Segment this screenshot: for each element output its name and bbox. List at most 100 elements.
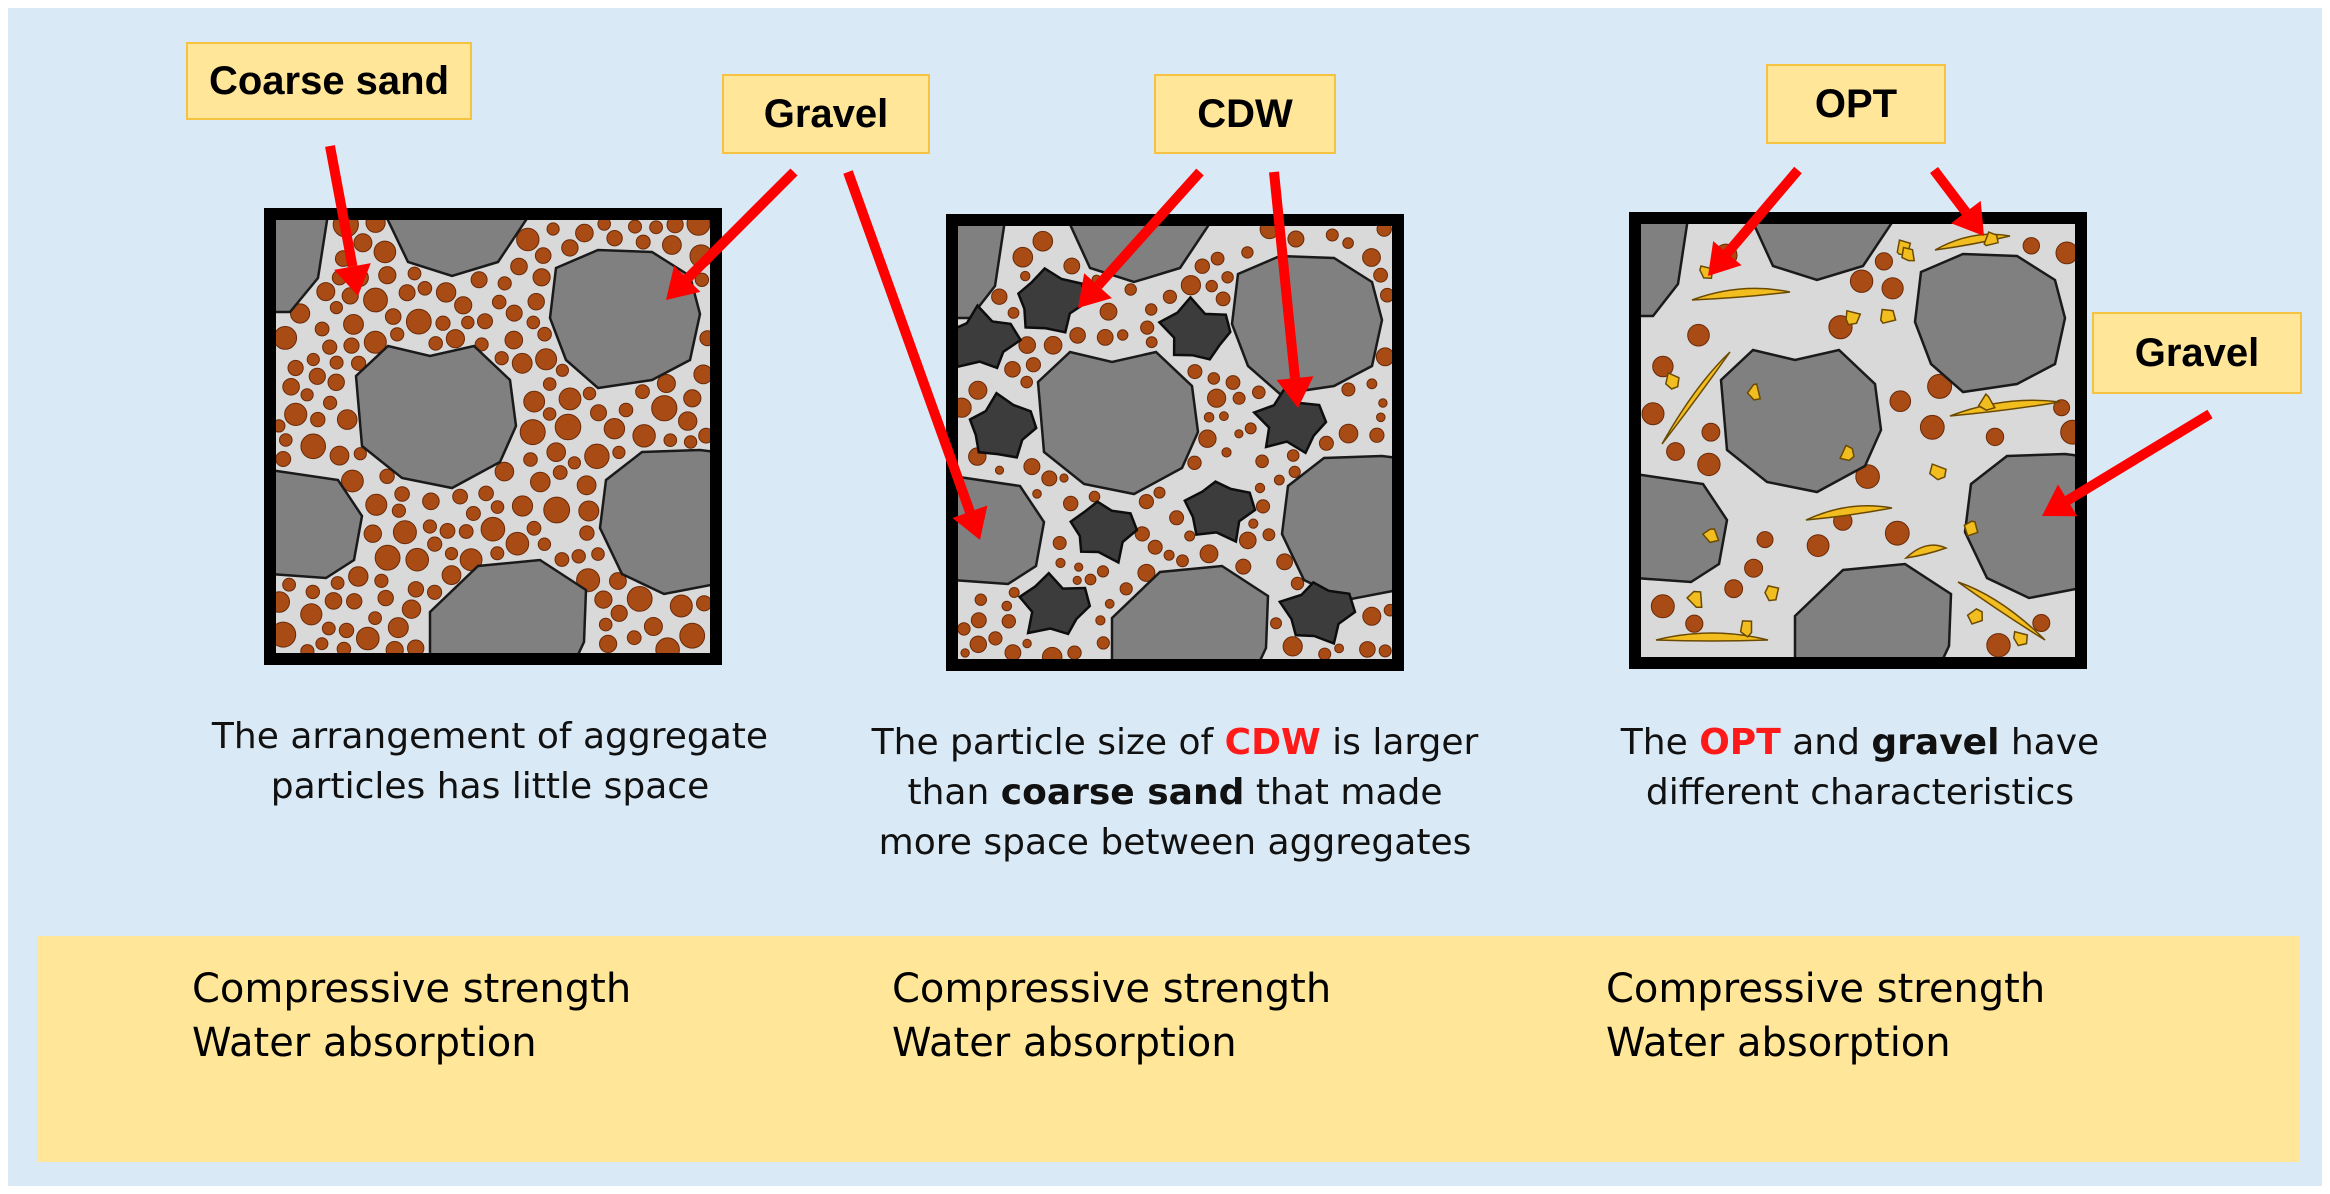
- sand-grain: [1244, 422, 1257, 435]
- sand-grain: [1276, 553, 1293, 571]
- sand-grain: [1341, 382, 1356, 397]
- sand-grain: [327, 373, 345, 391]
- sand-grain: [1362, 606, 1382, 626]
- sand-grain: [534, 247, 552, 264]
- sand-grain: [1210, 251, 1225, 266]
- sand-grain: [1180, 275, 1202, 296]
- sand-grain: [968, 380, 988, 400]
- sand-grain: [316, 282, 336, 302]
- sand-grain: [390, 327, 405, 342]
- cdw-particle: [1017, 571, 1092, 636]
- sand-grain: [1724, 579, 1744, 599]
- opt-fiber: [1805, 504, 1893, 521]
- sand-grain: [1001, 614, 1016, 629]
- gravel-particles: [270, 214, 716, 659]
- sand-grain: [458, 524, 474, 539]
- sand-grain: [532, 268, 551, 287]
- sand-grain: [363, 287, 388, 313]
- sand-grain: [1232, 391, 1246, 405]
- sand-grain: [651, 395, 678, 422]
- sand-grain: [1342, 237, 1354, 249]
- sand-grain: [555, 363, 570, 377]
- sand-grain: [422, 519, 437, 534]
- sand-grain: [329, 355, 344, 370]
- sand-grain: [1884, 520, 1910, 546]
- sand-grain: [407, 266, 422, 281]
- sand-grain: [284, 402, 308, 426]
- sand-grain: [363, 330, 387, 354]
- sand-grain: [1697, 452, 1721, 477]
- cdw-particle: [1016, 266, 1089, 334]
- sand-grain: [1074, 562, 1084, 572]
- panel-1-coarse-sand-mix: [264, 208, 722, 665]
- opt-fragment: [1839, 444, 1855, 462]
- sand-grain: [591, 547, 605, 561]
- sand-grain: [679, 622, 706, 649]
- sand-grain: [1025, 357, 1042, 373]
- sand-grain: [1069, 327, 1086, 344]
- coarse-sand-particles: [952, 220, 1397, 665]
- sand-grain: [526, 520, 542, 536]
- sand-grain: [974, 593, 987, 606]
- sand-grain: [491, 294, 507, 310]
- sand-grain: [275, 451, 292, 467]
- sand-grain: [394, 486, 410, 502]
- sand-grain: [1270, 617, 1282, 630]
- sand-grain: [282, 577, 297, 592]
- panel-3-opt-mix: [1629, 212, 2087, 669]
- sand-grain: [957, 622, 971, 636]
- sand-grain: [543, 496, 571, 524]
- opt-fragment: [1879, 308, 1897, 325]
- sand-grain: [321, 621, 336, 636]
- sand-grain: [324, 592, 343, 610]
- sand-grain: [594, 590, 613, 609]
- opt-fragment: [1983, 231, 1999, 247]
- sand-grain: [459, 548, 483, 572]
- sand-grain: [452, 488, 469, 505]
- sand-grain: [322, 339, 338, 355]
- sand-grain: [554, 552, 570, 567]
- sand-grain: [694, 272, 710, 287]
- sand-grain: [546, 222, 560, 236]
- sand-grain: [1187, 364, 1203, 380]
- sand-grain: [1318, 435, 1334, 451]
- sand-grain: [610, 604, 628, 622]
- sand-grain: [480, 516, 506, 542]
- sand-grain: [1881, 277, 1904, 300]
- sand-grain: [417, 281, 433, 296]
- sand-grain: [1119, 582, 1133, 596]
- sand-grain: [398, 284, 416, 302]
- cdw-particle: [1277, 580, 1357, 646]
- sand-grain: [356, 626, 380, 651]
- sand-grain: [1099, 302, 1118, 321]
- sand-grain: [445, 329, 465, 349]
- sand-grain: [527, 293, 545, 311]
- sand-grain: [387, 617, 409, 639]
- sand-grain: [490, 546, 505, 561]
- sand-grain: [576, 475, 597, 496]
- label-gravel-panel1: Gravel: [722, 74, 930, 154]
- sand-grain: [649, 220, 663, 235]
- sand-grain: [1162, 289, 1178, 304]
- sand-grain: [628, 219, 642, 234]
- opt-fragment: [1764, 585, 1780, 602]
- sand-grain: [542, 377, 557, 391]
- sand-grain: [571, 549, 586, 564]
- sand-grain: [353, 447, 367, 461]
- sand-grain: [1004, 644, 1022, 662]
- sand-grain: [1124, 283, 1137, 296]
- sand-grain: [1137, 563, 1156, 582]
- sand-grain: [1169, 510, 1185, 526]
- sand-grain: [465, 506, 481, 521]
- sand-grain: [612, 445, 626, 459]
- sand-grain: [300, 388, 314, 402]
- sand-grain: [439, 523, 456, 539]
- sand-grain: [635, 234, 651, 250]
- sand-grain: [1063, 495, 1079, 512]
- sand-grain: [683, 389, 702, 408]
- sand-grain: [683, 435, 698, 449]
- sand-grain: [1012, 246, 1034, 268]
- sand-grain: [374, 544, 401, 571]
- sand-grain: [1145, 336, 1158, 349]
- sand-grain: [405, 308, 432, 335]
